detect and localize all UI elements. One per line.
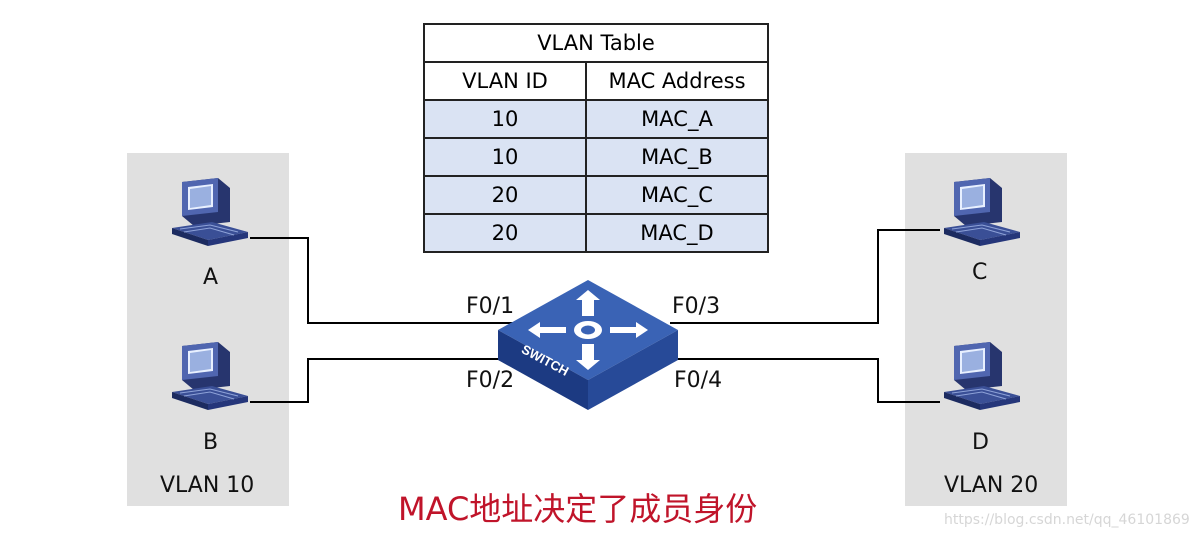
- vlan-table-title: VLAN Table: [423, 23, 769, 63]
- pc-b-icon: [171, 341, 249, 411]
- host-c-label: C: [972, 260, 988, 285]
- mac-address-header: MAC Address: [585, 61, 769, 101]
- switch-icon: SWITCH: [498, 280, 678, 410]
- mac-cell: MAC_B: [585, 137, 769, 177]
- vlan10-label: VLAN 10: [160, 473, 255, 498]
- port-f01-label: F0/1: [466, 294, 515, 319]
- port-f03-label: F0/3: [672, 294, 721, 319]
- link-a: [250, 237, 520, 324]
- port-f02-label: F0/2: [466, 368, 515, 393]
- pc-d-icon: [943, 341, 1021, 411]
- mac-cell: MAC_A: [585, 99, 769, 139]
- vlan-id-cell: 10: [423, 99, 587, 139]
- host-a-label: A: [203, 265, 219, 290]
- table-row: 10 MAC_B: [423, 137, 769, 177]
- table-row: 20 MAC_D: [423, 213, 769, 253]
- pc-c-icon: [943, 177, 1021, 247]
- vlan-table: VLAN Table VLAN ID MAC Address 10 MAC_A …: [423, 23, 769, 253]
- caption: MAC地址决定了成员身份: [398, 490, 758, 528]
- vlan-id-cell: 20: [423, 175, 587, 215]
- mac-cell: MAC_D: [585, 213, 769, 253]
- link-b: [250, 358, 520, 403]
- mac-cell: MAC_C: [585, 175, 769, 215]
- link-c: [670, 229, 940, 324]
- table-row: 10 MAC_A: [423, 99, 769, 139]
- vlan-id-cell: 20: [423, 213, 587, 253]
- vlan-id-cell: 10: [423, 137, 587, 177]
- vlan-id-header: VLAN ID: [423, 61, 587, 101]
- watermark: https://blog.csdn.net/qq_46101869: [944, 512, 1190, 528]
- link-d: [670, 358, 940, 403]
- vlan20-label: VLAN 20: [944, 473, 1039, 498]
- host-b-label: B: [203, 430, 219, 455]
- pc-a-icon: [171, 177, 249, 247]
- port-f04-label: F0/4: [674, 368, 723, 393]
- table-row: 20 MAC_C: [423, 175, 769, 215]
- host-d-label: D: [972, 430, 989, 455]
